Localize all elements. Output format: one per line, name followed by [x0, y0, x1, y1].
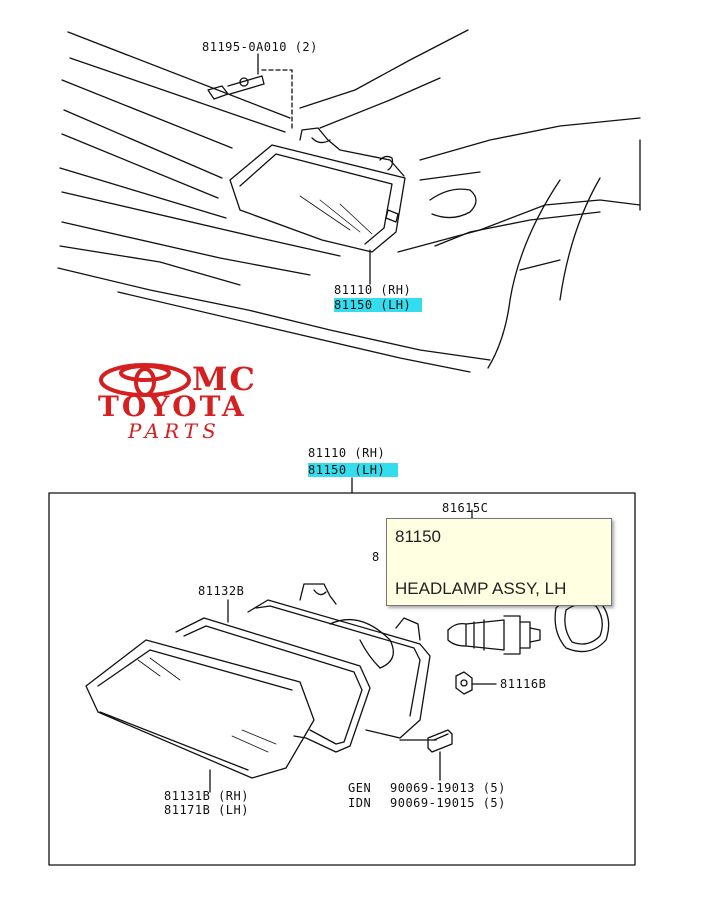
tooltip-part-number: 81150 — [395, 527, 442, 546]
toyota-emblem-icon — [99, 363, 191, 397]
assy-lh-label[interactable]: 81150 (LH) — [308, 463, 398, 477]
clip-drawing — [427, 729, 453, 781]
nut-drawing — [455, 671, 497, 695]
housing-drawing — [247, 583, 437, 741]
assy-rh-label: 81110 (RH) — [308, 446, 386, 460]
screw-part-label: 81195-0A010 (2) — [202, 40, 318, 54]
nut-part-label[interactable]: 81116B — [500, 677, 547, 691]
gen-part-label[interactable]: 90069-19013 (5) — [390, 781, 506, 795]
gen-prefix-label: GEN — [348, 781, 372, 795]
gasket-part-label[interactable]: 81132B — [198, 584, 245, 598]
bulb-drawing — [447, 615, 541, 655]
logo-mc-text: MC — [192, 360, 257, 398]
idn-prefix-label: IDN — [348, 796, 372, 810]
lens-drawing — [85, 639, 315, 793]
detail-frame — [48, 492, 636, 866]
partial-part-label: 8 — [372, 550, 380, 564]
socket-part-label[interactable]: 81615C — [442, 501, 489, 515]
lens-rh-label[interactable]: 81131B (RH) — [164, 789, 249, 803]
logo-toyota-text: TOYOTA — [98, 390, 247, 423]
upper-headlamp-rh-label: 81110 (RH) — [334, 283, 412, 297]
part-tooltip: 81150 HEADLAMP ASSY, LH — [386, 518, 612, 606]
logo-parts-text: PARTS — [128, 419, 221, 443]
idn-part-label[interactable]: 90069-19015 (5) — [390, 796, 506, 810]
gasket-drawing — [175, 599, 371, 753]
lens-lh-label[interactable]: 81171B (LH) — [164, 803, 249, 817]
screw-part-drawing — [207, 53, 293, 131]
upper-headlamp-lh-label[interactable]: 81150 (LH) — [334, 298, 422, 312]
vehicle-front-outline — [57, 29, 641, 373]
upper-headlamp-drawing — [229, 127, 406, 285]
tooltip-part-name: HEADLAMP ASSY, LH — [395, 579, 567, 598]
